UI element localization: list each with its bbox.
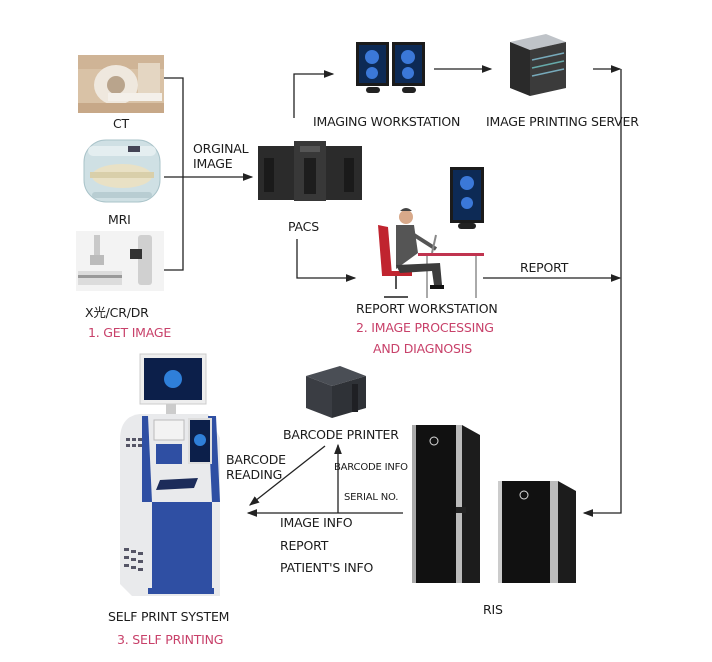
step3-label: 3. SELF PRINTING	[117, 632, 224, 647]
pacs-label: PACS	[288, 219, 319, 234]
pacs-device	[256, 140, 364, 204]
pacs-to-report-arrow	[296, 239, 357, 282]
xray-label: X光/CR/DR	[85, 305, 149, 320]
ris-label: RIS	[483, 602, 503, 617]
modality-bracket-line	[164, 77, 184, 271]
report-workstation-device	[370, 165, 488, 299]
server-icon	[510, 34, 566, 96]
barcode-reading-label-line1: BARCODE	[226, 452, 286, 467]
label-printer-icon	[306, 366, 366, 418]
dual-monitor-icon	[356, 42, 425, 93]
report-workstation-label: REPORT WORKSTATION	[356, 301, 498, 316]
mri-scanner-icon	[83, 139, 161, 203]
imaging-workstation-device	[355, 41, 427, 97]
doctor-at-desk-icon	[378, 167, 484, 298]
barcode-printer-device	[300, 362, 372, 422]
serial-no-label: SERIAL NO.	[344, 492, 399, 503]
kiosk-icon	[120, 353, 220, 596]
patients-info-label: PATIENT'S INFO	[280, 560, 374, 575]
barcode-reading-arrow	[248, 445, 326, 506]
report-info-label: REPORT	[280, 538, 329, 553]
pacs-to-imaging-arrow	[293, 70, 335, 118]
step2-label-line1: 2. IMAGE PROCESSING	[356, 320, 494, 335]
xray-device	[76, 231, 164, 291]
xray-machine-icon	[76, 231, 164, 291]
image-printing-server-label: IMAGE PRINTING SERVER	[486, 114, 639, 129]
ct-scanner-icon	[78, 55, 164, 113]
mri-device	[80, 136, 164, 208]
step2-label-line2: AND DIAGNOSIS	[373, 341, 472, 356]
mri-label: MRI	[108, 212, 131, 227]
original-image-label-line2: IMAGE	[193, 156, 233, 171]
ct-label: CT	[113, 116, 129, 131]
barcode-reading-label-line2: READING	[226, 467, 283, 482]
server-towers-icon	[258, 141, 362, 201]
bus-to-ris-arrow	[582, 69, 622, 517]
self-print-kiosk-device	[112, 352, 228, 602]
ct-device	[78, 55, 164, 113]
server-rack-icon	[412, 425, 576, 583]
barcode-printer-label: BARCODE PRINTER	[283, 427, 399, 442]
barcode-info-label: BARCODE INFO	[334, 462, 408, 473]
imaging-workstation-label: IMAGING WORKSTATION	[313, 114, 461, 129]
image-info-label: IMAGE INFO	[280, 515, 353, 530]
original-image-label-line1: ORGINAL	[193, 141, 249, 156]
ris-device	[412, 423, 582, 585]
step1-label: 1. GET IMAGE	[88, 325, 172, 340]
image-printing-server-device	[506, 32, 568, 98]
report-flow-label: REPORT	[520, 260, 569, 275]
self-print-system-label: SELF PRINT SYSTEM	[108, 609, 230, 624]
